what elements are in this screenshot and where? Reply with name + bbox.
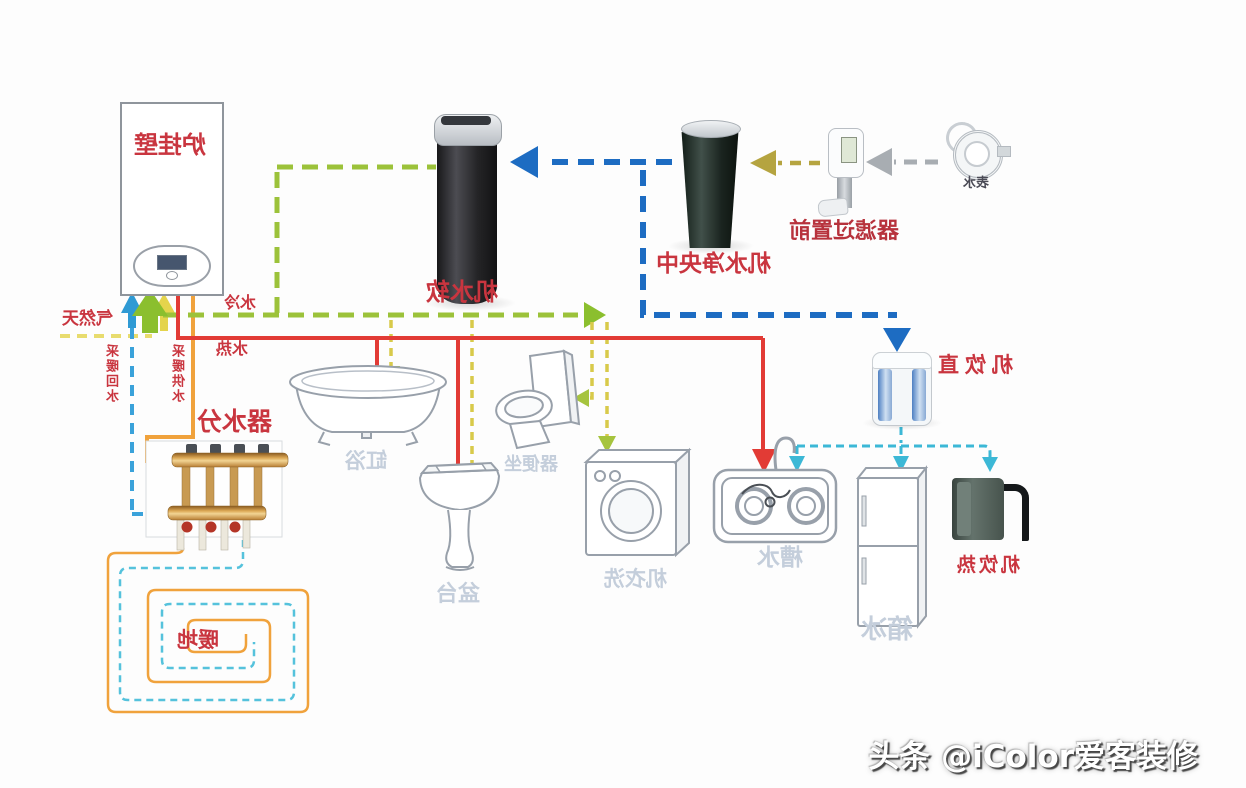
hot-drink-machine-device (952, 478, 1004, 540)
manifold-device (145, 440, 289, 551)
hot-water-label: 热水 (216, 339, 249, 358)
bathtub-label: 浴缸 (345, 449, 387, 473)
floor-loop-supply (106, 547, 310, 714)
pre-filter-screen (841, 137, 857, 163)
water-meter-dial-face (964, 141, 990, 167)
manifold-label: 分水器 (197, 407, 273, 436)
boiler-knob (166, 271, 178, 280)
direct-drinking-machine-label: 直饮机 (932, 353, 1013, 377)
boiler-label: 壁挂炉 (134, 131, 206, 159)
watermark: 头条 @iColor爱客装修 (868, 739, 1198, 775)
soft-water-pipe (132, 164, 606, 333)
sink-figure (712, 436, 838, 544)
softener-device (434, 114, 502, 304)
heating-supply-label: 采暖供水 (173, 344, 188, 404)
boiler-device (120, 102, 224, 296)
floor-heating-loop (106, 528, 310, 714)
hot-drink-machine-face (957, 482, 971, 536)
pre-filter-device (828, 128, 864, 178)
sink-label: 水槽 (757, 545, 803, 571)
direct-drinking-machine-device (872, 352, 932, 426)
toilet-label: 坐便器 (504, 454, 558, 475)
softener-cap (434, 114, 502, 146)
basin-label: 台盆 (436, 582, 481, 607)
central-purifier-cap (681, 120, 741, 138)
softener-control-band (441, 116, 491, 125)
prefilter-to-purifier-pipe (750, 150, 820, 176)
heating-return-label: 采暖回水 (107, 344, 122, 404)
boiler-display (157, 255, 187, 270)
basin-figure (418, 461, 501, 571)
pre-filter-label: 前置过滤器 (789, 219, 900, 244)
drinking-water-pipes (789, 427, 998, 472)
water-meter-fitting (997, 146, 1011, 157)
toilet-figure (495, 349, 581, 450)
hot-drink-machine-label: 热饮机 (954, 554, 1021, 576)
washing-machine-label: 洗衣机 (604, 567, 667, 591)
pre-filter-base (817, 197, 849, 218)
central-purifier-device (681, 132, 739, 248)
water-meter-device (953, 130, 1003, 180)
fridge-label: 冰箱 (861, 615, 914, 645)
bathtub-figure (289, 365, 447, 446)
softener-label: 软水机 (426, 278, 498, 306)
fridge-figure (855, 465, 929, 629)
hot-drink-machine-handle (1000, 484, 1029, 541)
drink-filter-left (878, 369, 892, 421)
main-cold-water-pipe (510, 146, 911, 352)
washing-machine-figure (583, 447, 692, 558)
water-meter-label: 水表 (962, 176, 990, 191)
boiler-control-panel (133, 245, 211, 287)
cold-water-label: 冷水 (224, 293, 257, 312)
floor-heating-label: 地暖 (177, 628, 219, 652)
drink-filter-right (912, 369, 926, 421)
central-purifier-label: 中央净水机 (656, 251, 771, 277)
meter-to-prefilter-pipe (866, 148, 938, 176)
natural-gas-label: 天然气 (62, 309, 113, 329)
drink-lid (872, 352, 932, 369)
